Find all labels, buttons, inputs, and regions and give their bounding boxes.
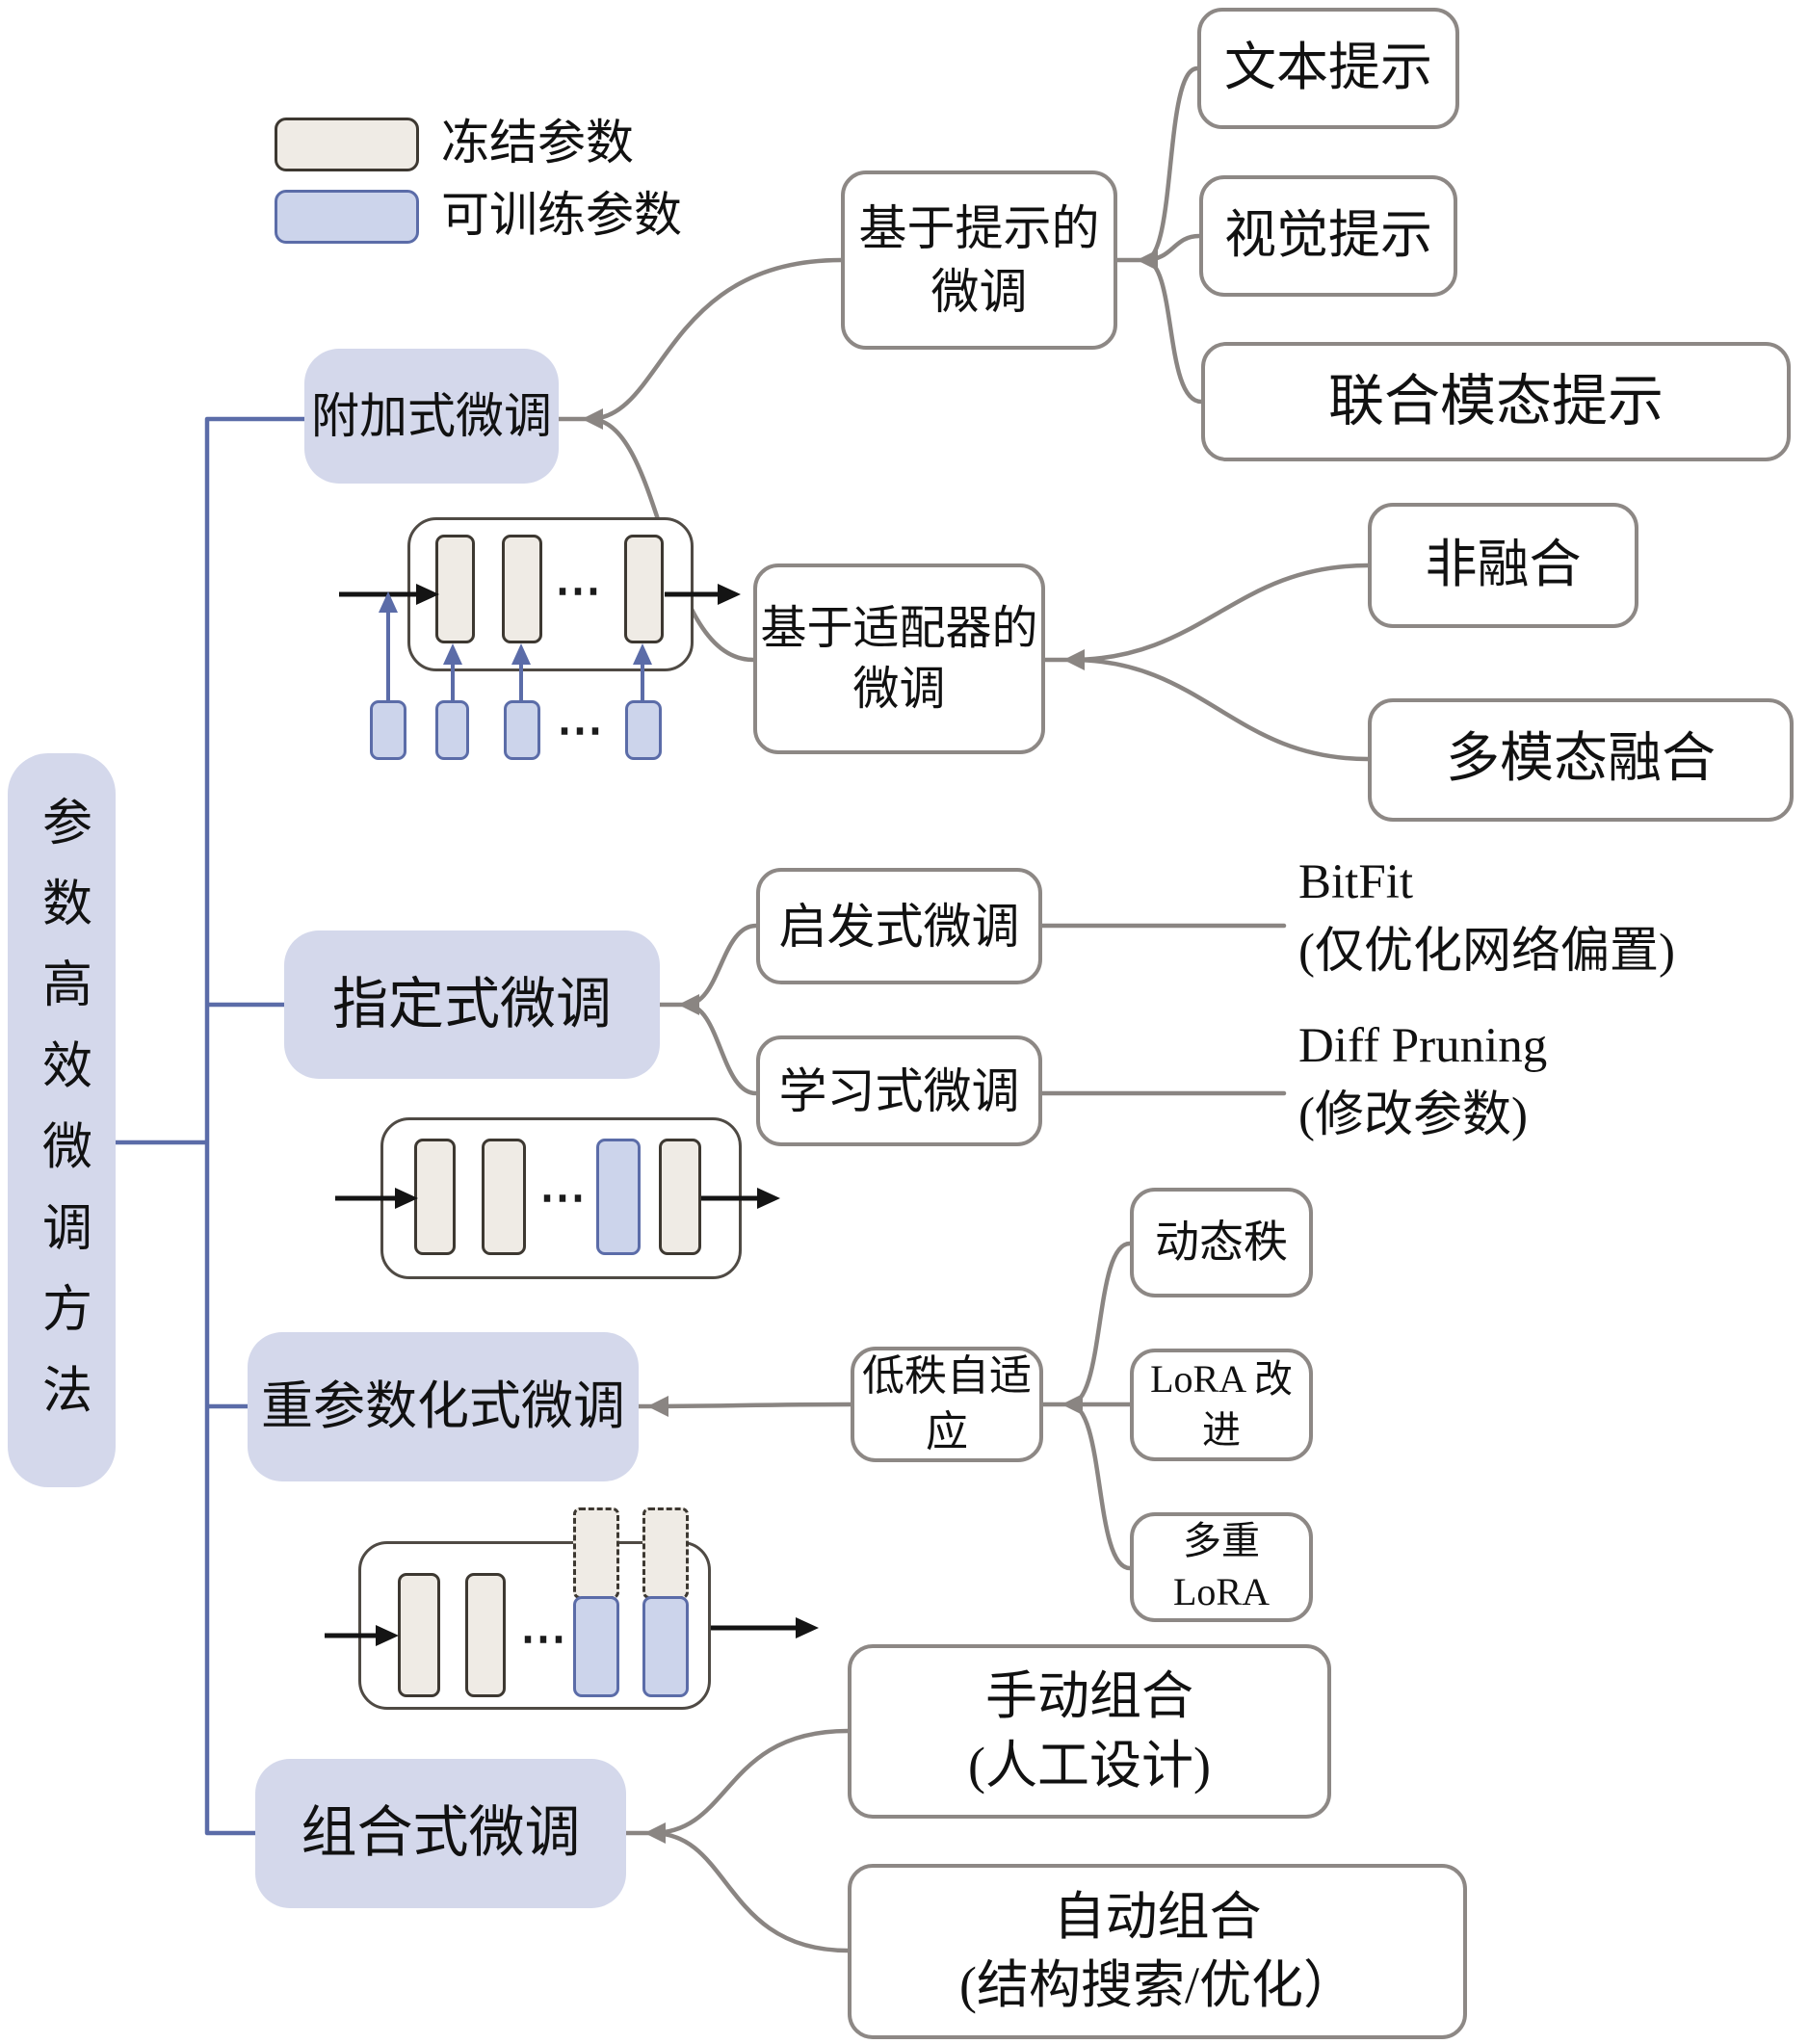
node-auto-combination: 自动组合 (结构搜索/优化） [848,1864,1467,2039]
node-multimodal-fusion: 多模态融合 [1368,698,1794,822]
node-lora-improved: LoRA 改进 [1130,1349,1313,1461]
schematic1-trainable-block [625,700,662,760]
schematic3-frozen-block [465,1573,506,1697]
label-diff-pruning: Diff Pruning (修改参数) [1298,1019,1548,1143]
legend-frozen-swatch [275,118,419,171]
schematic2-frozen-block [659,1139,701,1255]
node-joint-modal-prompt: 联合模态提示 [1201,342,1791,461]
node-heuristic: 启发式微调 [756,868,1042,984]
schematic1-trainable-block [435,700,469,760]
node-non-fusion: 非融合 [1368,503,1638,628]
schematic2-trainable-block [596,1139,641,1255]
node-manual-combination: 手动组合 (人工设计) [848,1644,1331,1819]
tree-trunk-line [113,416,307,1836]
label-bitfit: BitFit (仅优化网络偏置) [1298,855,1675,980]
schematic1-frozen-block [624,535,664,643]
schematic2-frozen-block [414,1139,456,1255]
schematic1-ellipsis: ⋯ [557,705,603,756]
schematic1-frozen-block [435,535,475,643]
legend-trainable-swatch [275,190,419,244]
node-dynamic-rank: 动态秩 [1130,1188,1313,1297]
node-multi-lora: 多重 LoRA [1130,1512,1313,1622]
root-label: 参数高效微调方法 [34,796,90,1445]
schematic1-ellipsis: ⋯ [555,565,601,616]
node-adapter-based: 基于适配器的 微调 [753,563,1045,754]
node-prompt-based: 基于提示的 微调 [841,170,1117,350]
schematic3-dashed-frozen-block [642,1507,689,1599]
legend-trainable-label: 可训练参数 [441,188,682,242]
schematic3-dashed-frozen-block [573,1507,619,1599]
node-learned: 学习式微调 [756,1035,1042,1146]
root-node: 参数高效微调方法 [8,753,116,1487]
schematic3-ellipsis: ⋯ [520,1613,566,1664]
branch-reparameterized: 重参数化式微调 [248,1332,639,1481]
schematic2-frozen-block [482,1139,526,1255]
schematic3-frozen-block [398,1573,440,1697]
schematic1-trainable-block [504,700,540,760]
branch-specified: 指定式微调 [284,930,660,1079]
node-visual-prompt: 视觉提示 [1199,175,1457,297]
legend-frozen-label: 冻结参数 [441,116,634,170]
node-text-prompt: 文本提示 [1197,8,1459,129]
schematic2-ellipsis: ⋯ [539,1172,586,1223]
node-low-rank-adaptation: 低秩自适应 [851,1347,1043,1462]
schematic1-frozen-block [502,535,542,643]
schematic3-trainable-block [573,1596,619,1697]
branch-additive: 附加式微调 [304,349,559,484]
branch-combined: 组合式微调 [255,1759,626,1908]
schematic3-trainable-block [642,1596,689,1697]
schematic1-trainable-block [370,700,406,760]
